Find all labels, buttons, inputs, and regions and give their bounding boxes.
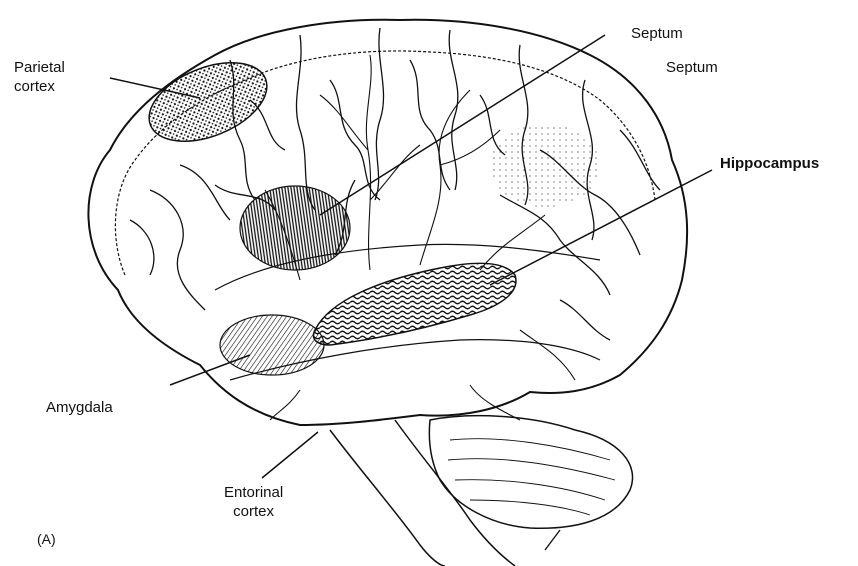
hippocampus-region (313, 263, 515, 345)
septum-label: Septum (631, 24, 683, 43)
hippocampus-label: Hippocampus (720, 154, 819, 173)
frontal-dotted-region (490, 123, 600, 207)
amygdala-region (220, 315, 324, 375)
leader-amygdala (170, 355, 250, 385)
leader-entorhinal (262, 432, 318, 478)
amygdala-label: Amygdala (46, 398, 113, 417)
septum-region (240, 186, 350, 270)
panel-label: (A) (37, 530, 56, 549)
parietal-cortex-label: Parietal cortex (14, 58, 65, 96)
parietal-region (138, 47, 278, 156)
brainstem (395, 420, 515, 566)
entorhinal-cortex-label: Entorinal cortex (224, 483, 283, 521)
cerebellum (429, 416, 632, 529)
septum-label-secondary: Septum (666, 58, 718, 77)
